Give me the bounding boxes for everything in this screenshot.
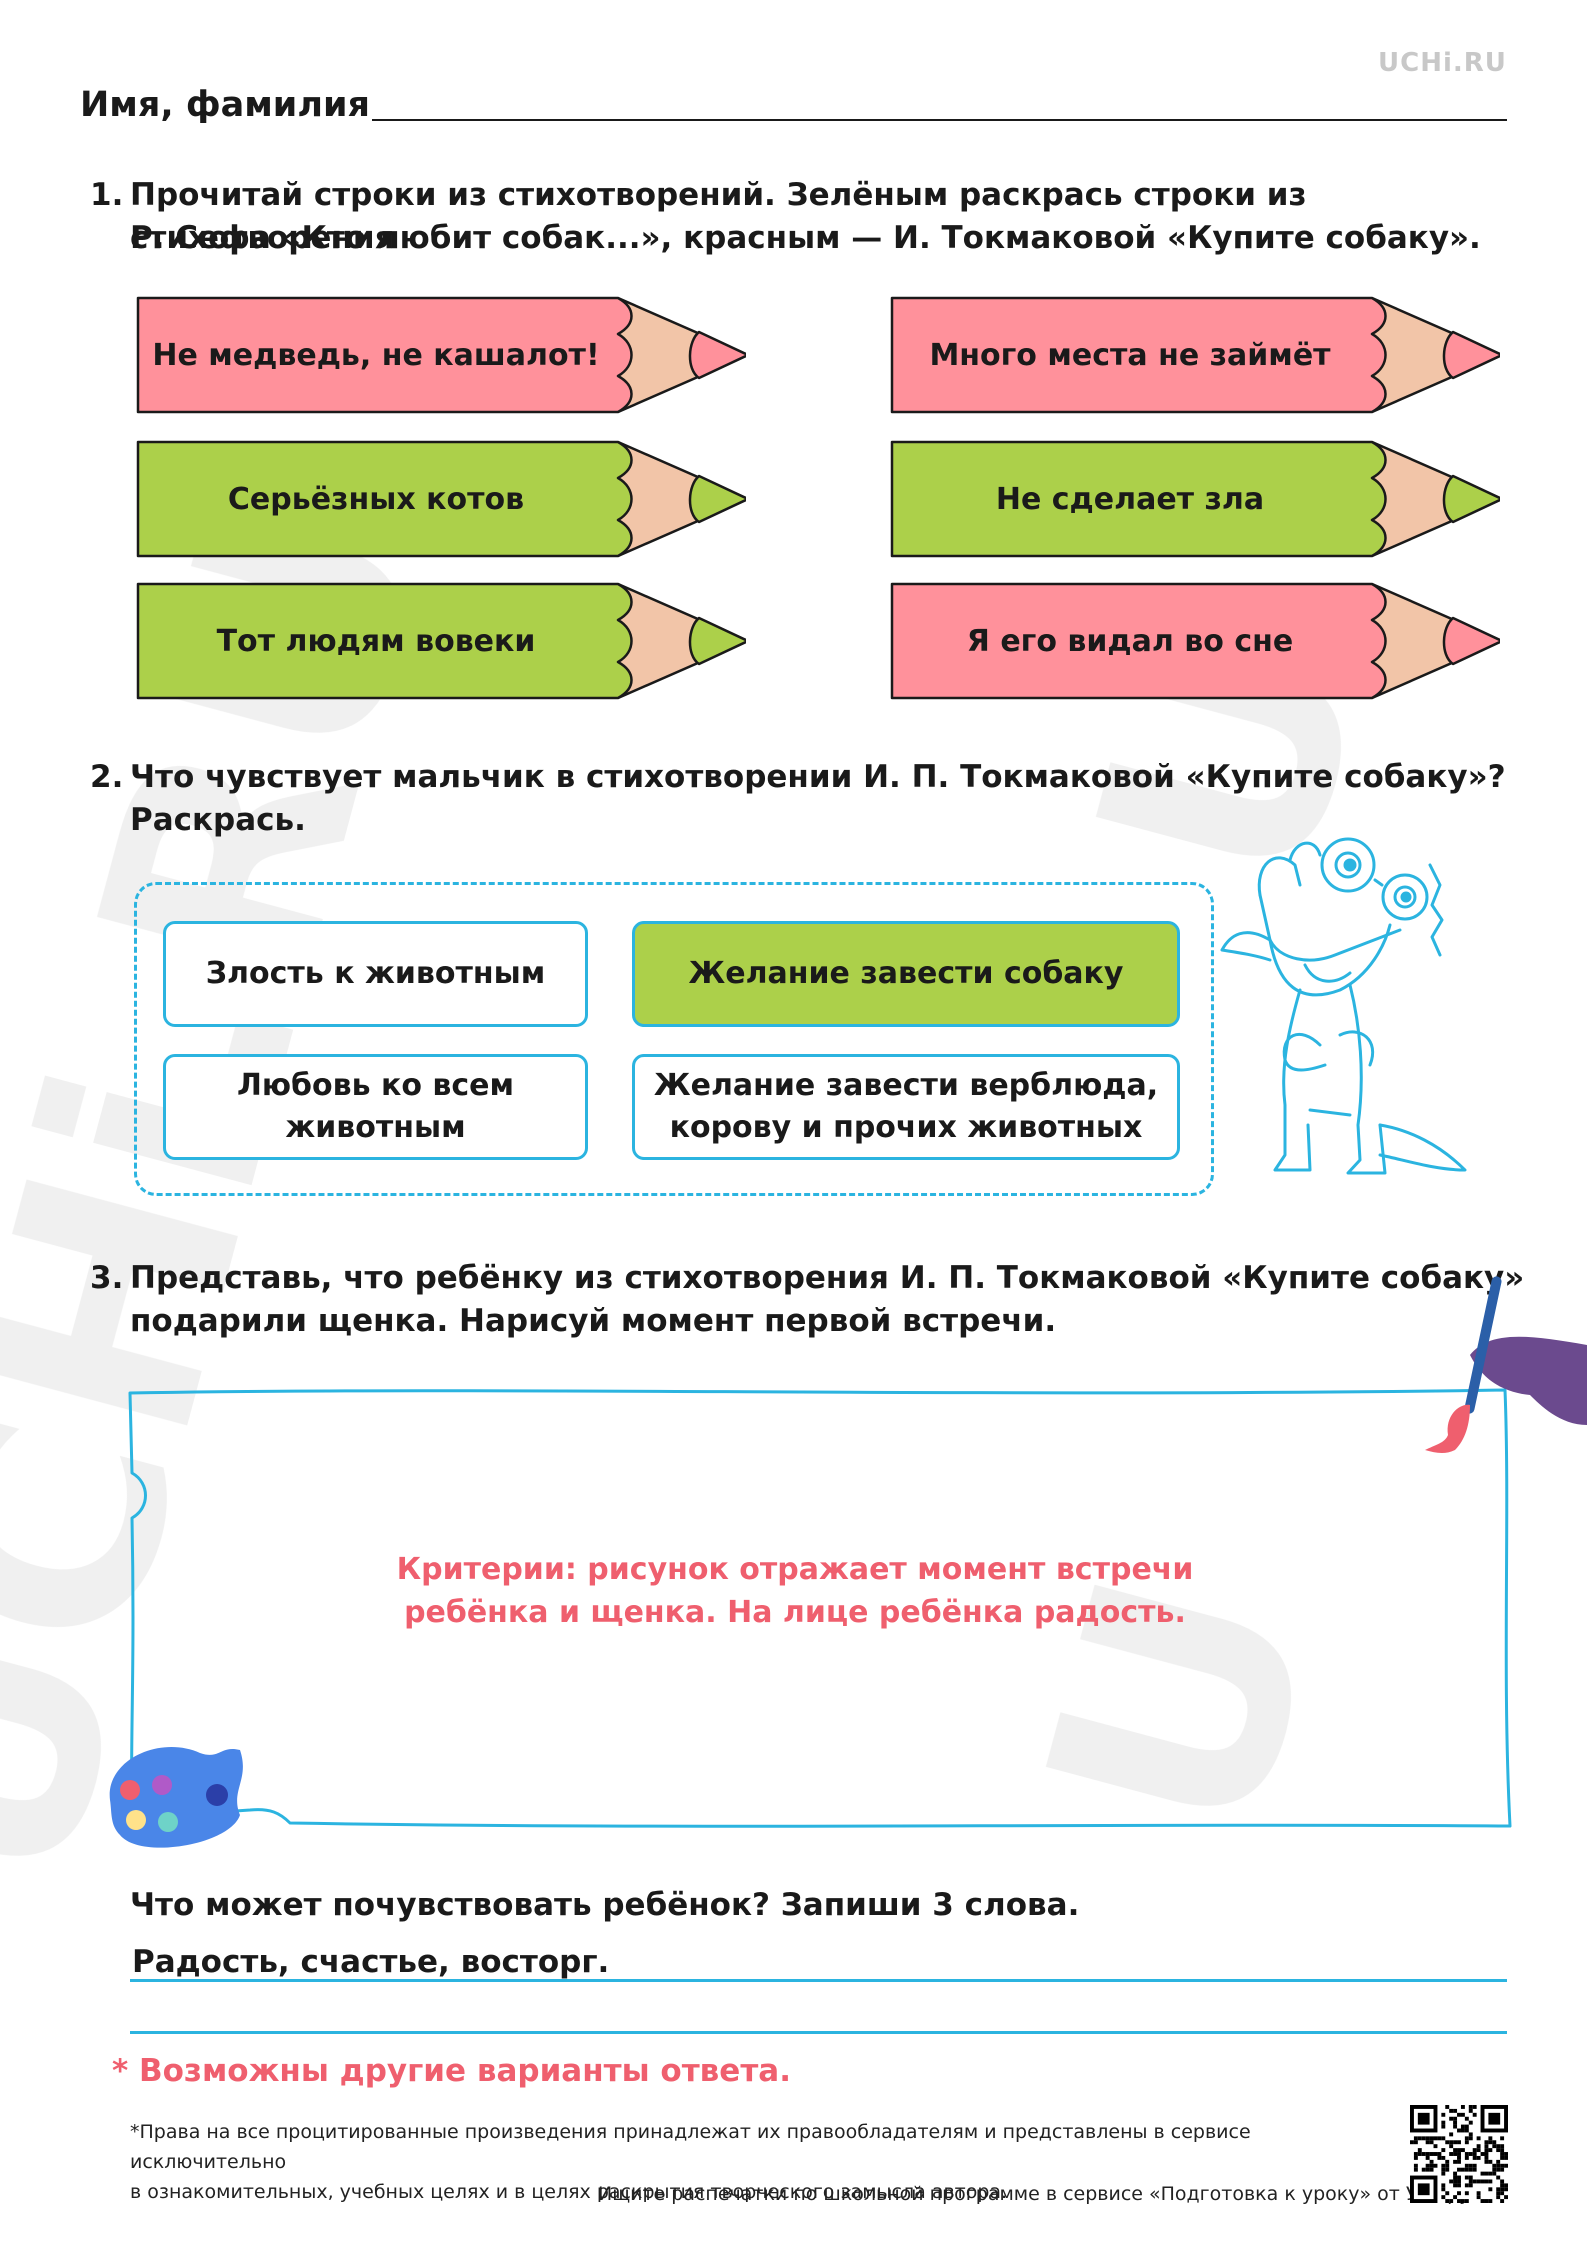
answer-line-2[interactable]: [130, 2031, 1507, 2034]
options-frame: [134, 882, 1214, 1196]
option-camel-line1: Желание завести верблюда,: [653, 1068, 1159, 1103]
pencil-1[interactable]: Не медведь, не кашалот!: [136, 296, 746, 414]
criteria-line2: ребёнка и щенка. На лице ребёнка радость…: [404, 1595, 1186, 1630]
pencil-3[interactable]: Серьёзных котов: [136, 440, 746, 558]
task2-line2: Раскрась.: [130, 802, 306, 838]
option-love-line1: Любовь ко всем: [236, 1068, 515, 1103]
answer-line-1[interactable]: [130, 1979, 1507, 1982]
task3-line1: Представь, что ребёнку из стихотворения …: [130, 1260, 1525, 1296]
brand-logo: UCHi.RU: [1378, 48, 1507, 78]
option-want-dog-text: Желание завести собаку: [688, 956, 1124, 991]
task1-line2: Р. Сефа «Кто любит собак...», красным — …: [130, 220, 1481, 256]
pencil-label: Не сделает зла: [995, 481, 1265, 517]
answer-text: Радость, счастье, восторг.: [132, 1944, 610, 1980]
task1-heading: 1. Прочитай строки из стихотворений. Зел…: [90, 174, 1530, 264]
drawing-area[interactable]: [110, 1368, 1530, 1848]
pencil-shape: [136, 440, 746, 558]
qr-code-icon[interactable]: [1410, 2105, 1508, 2203]
option-camel-line2: корову и прочих животных: [669, 1110, 1143, 1145]
pencil-6[interactable]: Я его видал во сне: [890, 582, 1500, 700]
pencil-shape: [890, 296, 1500, 414]
pencil-shape: [890, 440, 1500, 558]
task3-line2: подарили щенка. Нарисуй момент первой вс…: [130, 1303, 1057, 1339]
pencil-label: Я его видал во сне: [966, 623, 1294, 659]
pencil-shape: [890, 582, 1500, 700]
option-love-line2: животным: [285, 1110, 466, 1145]
task2-heading: 2. Что чувствует мальчик в стихотворении…: [90, 756, 1530, 846]
pencil-label: Тот людям вовеки: [216, 623, 536, 659]
footer-text: Ищите распечатки по школьной программе в…: [598, 2183, 1477, 2205]
pencil-2[interactable]: Много места не займёт: [890, 296, 1500, 414]
pencil-shape: [136, 582, 746, 700]
option-want-camel[interactable]: Желание завести верблюда, корову и прочи…: [632, 1054, 1180, 1160]
other-answers-note: * Возможны другие варианты ответа.: [112, 2053, 791, 2089]
dino-mascot-icon: [1220, 837, 1467, 1175]
task3-question: Что может почувствовать ребёнок? Запиши …: [130, 1887, 1080, 1923]
task2-number: 2.: [90, 759, 124, 795]
task3-number: 3.: [90, 1260, 124, 1296]
option-love-animals[interactable]: Любовь ко всем животным: [163, 1054, 588, 1160]
pencil-shape: [136, 296, 746, 414]
pencil-5[interactable]: Тот людям вовеки: [136, 582, 746, 700]
pencil-label: Много места не займёт: [929, 337, 1331, 373]
rights-disclaimer: *Права на все процитированные произведен…: [130, 2117, 1330, 2207]
rights-line2: в ознакомительных, учебных целях и в цел…: [130, 2181, 1008, 2203]
option-anger[interactable]: Злость к животным: [163, 921, 588, 1027]
name-label: Имя, фамилия: [80, 85, 370, 125]
option-anger-text: Злость к животным: [205, 956, 546, 991]
criteria: Критерии: рисунок отражает момент встреч…: [300, 1548, 1290, 1634]
pencil-label: Серьёзных котов: [227, 481, 525, 517]
task2-line1: Что чувствует мальчик в стихотворении И.…: [130, 759, 1506, 795]
palette-icon: [109, 1747, 243, 1848]
rights-line1: *Права на все процитированные произведен…: [130, 2121, 1251, 2173]
task1-number: 1.: [90, 177, 124, 213]
task3-heading: 3. Представь, что ребёнку из стихотворен…: [90, 1257, 1530, 1347]
task1-line1: Прочитай строки из стихотворений. Зелёны…: [130, 177, 1307, 256]
paintbrush-icon: [1425, 1276, 1587, 1454]
name-underline[interactable]: [372, 119, 1507, 121]
option-want-dog[interactable]: Желание завести собаку: [632, 921, 1180, 1027]
pencil-4[interactable]: Не сделает зла: [890, 440, 1500, 558]
pencil-label: Не медведь, не кашалот!: [152, 337, 600, 373]
criteria-line1: Критерии: рисунок отражает момент встреч…: [396, 1552, 1194, 1587]
